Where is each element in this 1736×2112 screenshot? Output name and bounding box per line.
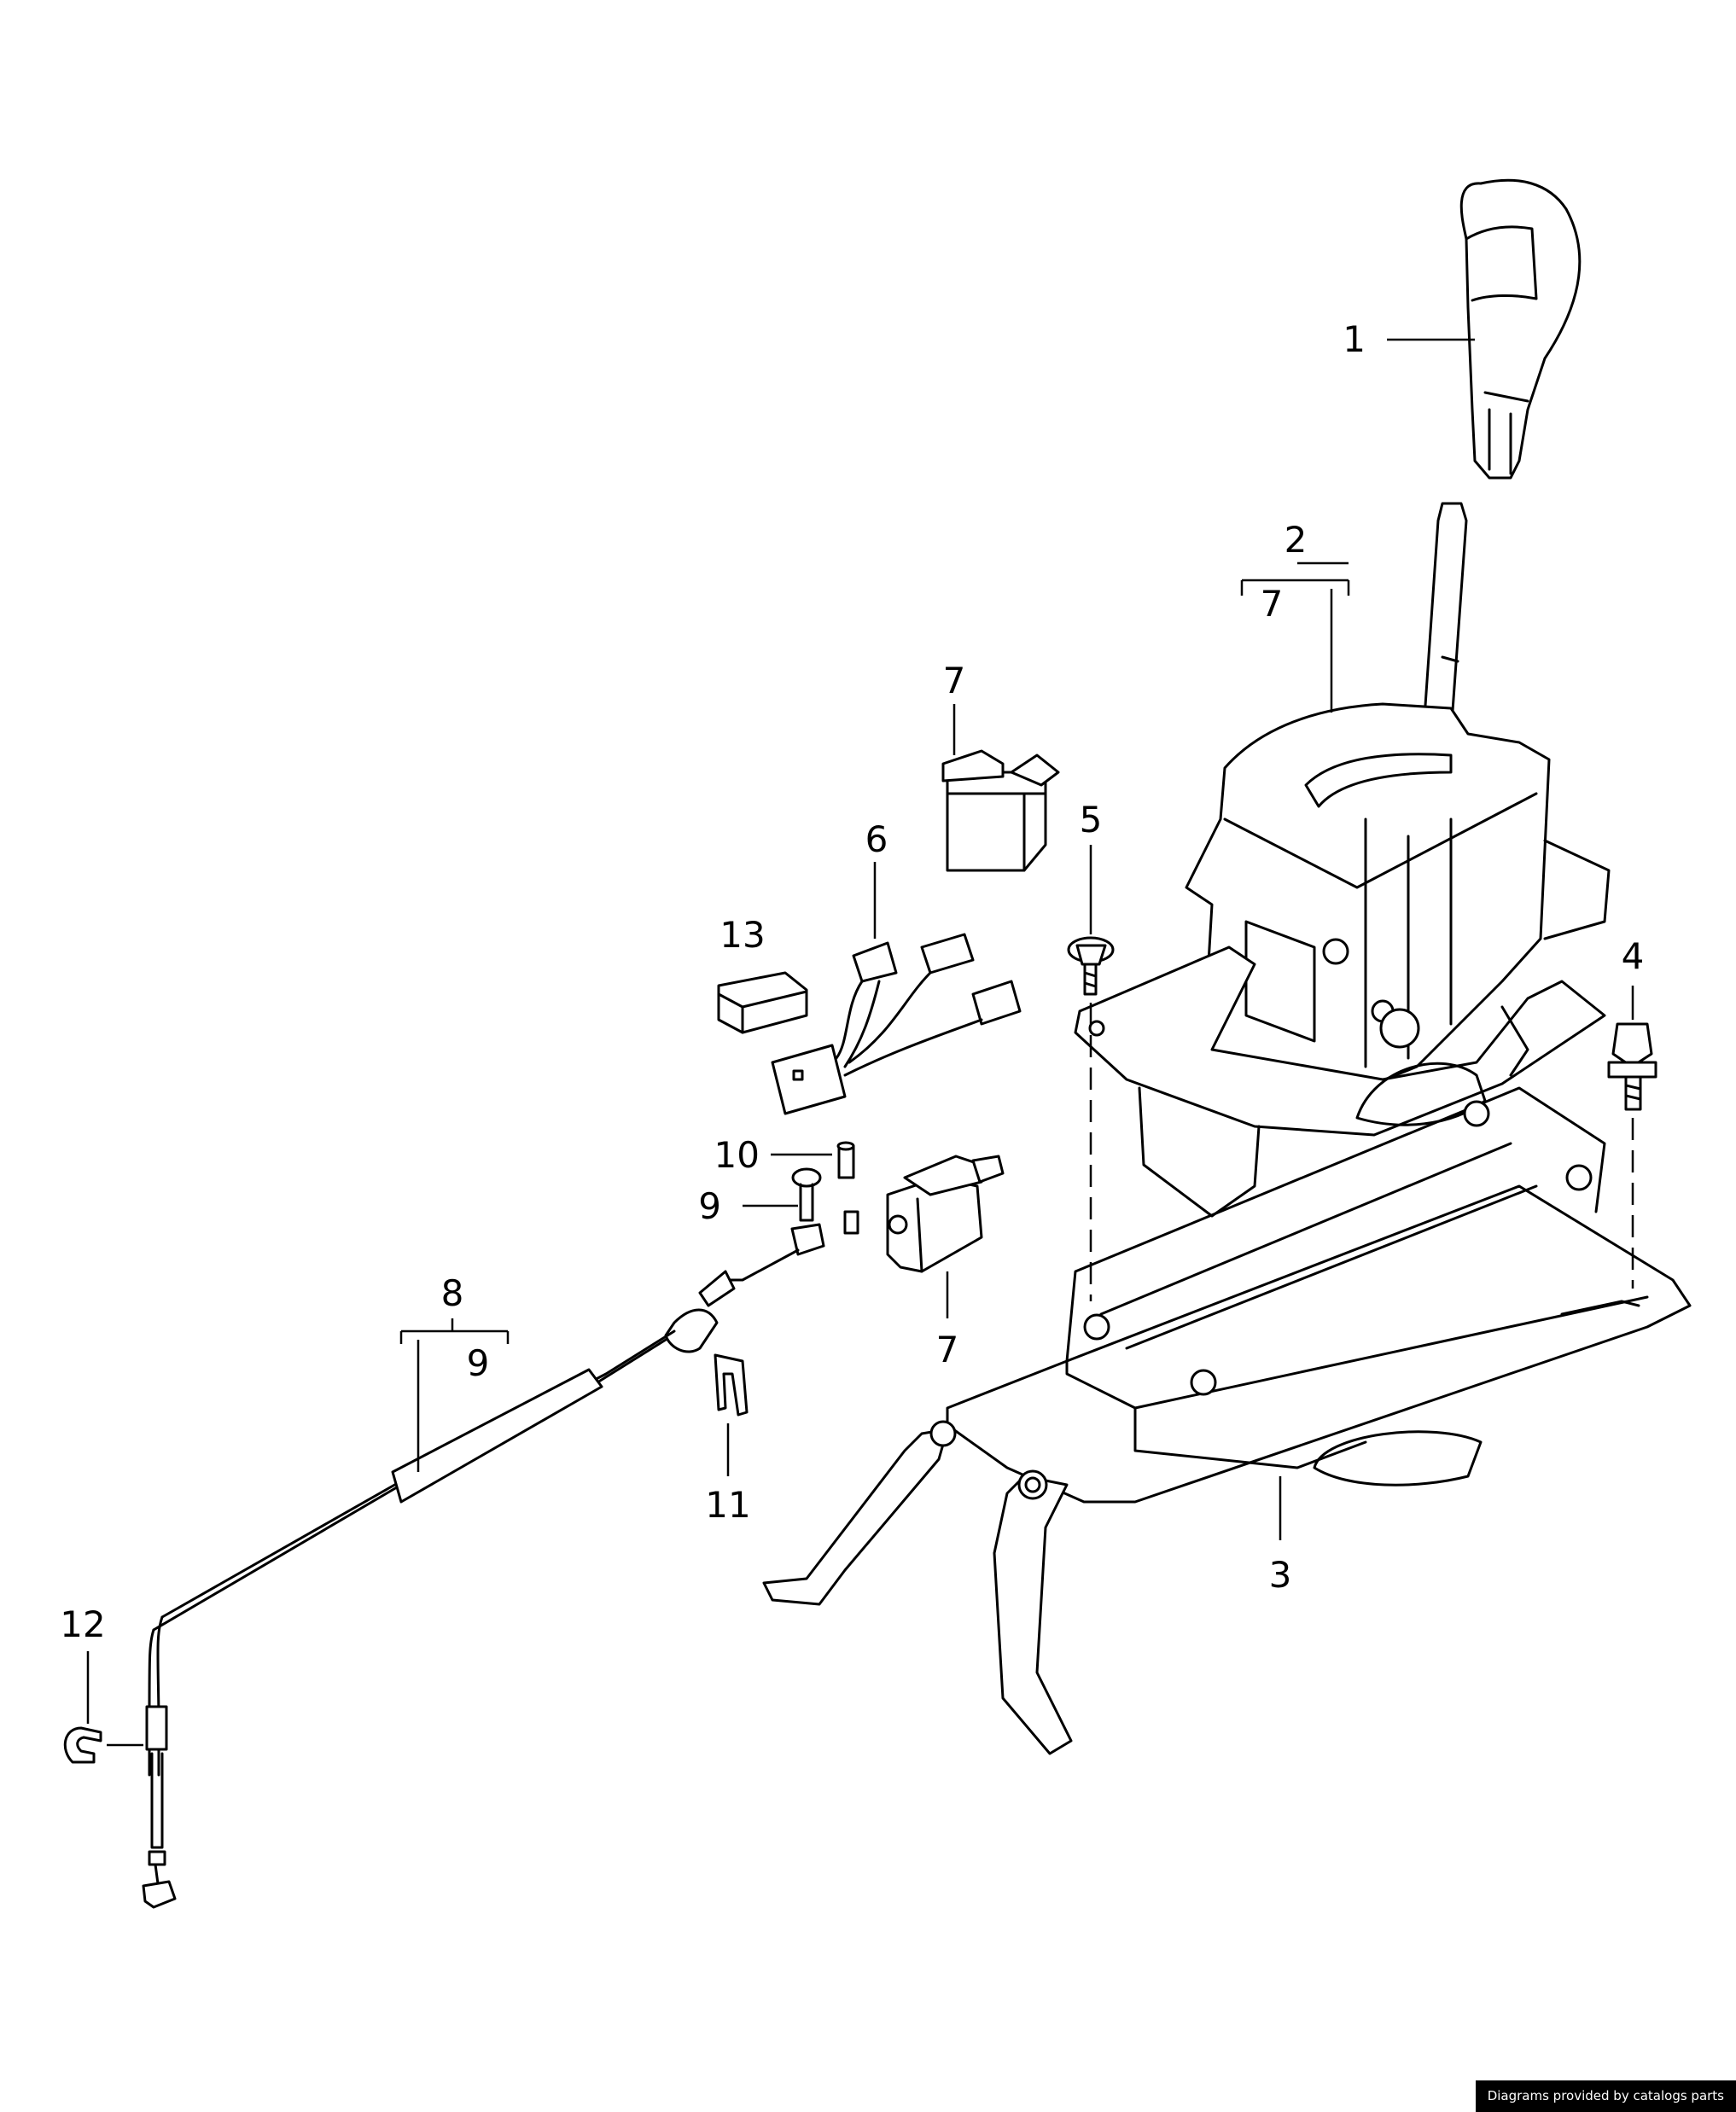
callout-6: 6	[865, 818, 888, 860]
callout-9: 9	[698, 1185, 721, 1227]
u-clip-11	[714, 1353, 749, 1417]
callout-5: 5	[1080, 799, 1103, 841]
callout-7-bottom: 7	[936, 1329, 959, 1370]
credit-label: Diagrams provided by catalogs parts	[1475, 2080, 1736, 2112]
callout-2-sub: 7	[1261, 583, 1284, 625]
shift-mechanism	[1074, 502, 1611, 1218]
callout-1: 1	[1343, 318, 1366, 360]
callout-3: 3	[1269, 1554, 1292, 1596]
callout-7-top: 7	[943, 660, 966, 701]
retaining-clip-12	[63, 1726, 102, 1764]
screw-5	[1067, 936, 1115, 996]
callout-12: 12	[60, 1603, 105, 1645]
wiring-harness-6	[771, 933, 1022, 1115]
block-13	[717, 971, 808, 1034]
callout-11: 11	[705, 1484, 750, 1526]
callout-8-sub: 9	[467, 1342, 490, 1384]
callout-13: 13	[719, 914, 765, 956]
pin-10	[836, 1141, 855, 1179]
callout-4: 4	[1622, 935, 1645, 977]
callout-2: 2	[1285, 519, 1308, 561]
shift-cable-8	[142, 1210, 859, 1909]
bolt-4	[1607, 1022, 1657, 1111]
switch-7-top	[941, 749, 1060, 872]
callout-8: 8	[441, 1272, 464, 1314]
gear-knob	[1459, 178, 1582, 480]
callout-10: 10	[714, 1134, 760, 1176]
screw-9	[791, 1167, 822, 1222]
console-bracket	[762, 1086, 1692, 1755]
switch-7-bottom	[886, 1155, 1005, 1273]
